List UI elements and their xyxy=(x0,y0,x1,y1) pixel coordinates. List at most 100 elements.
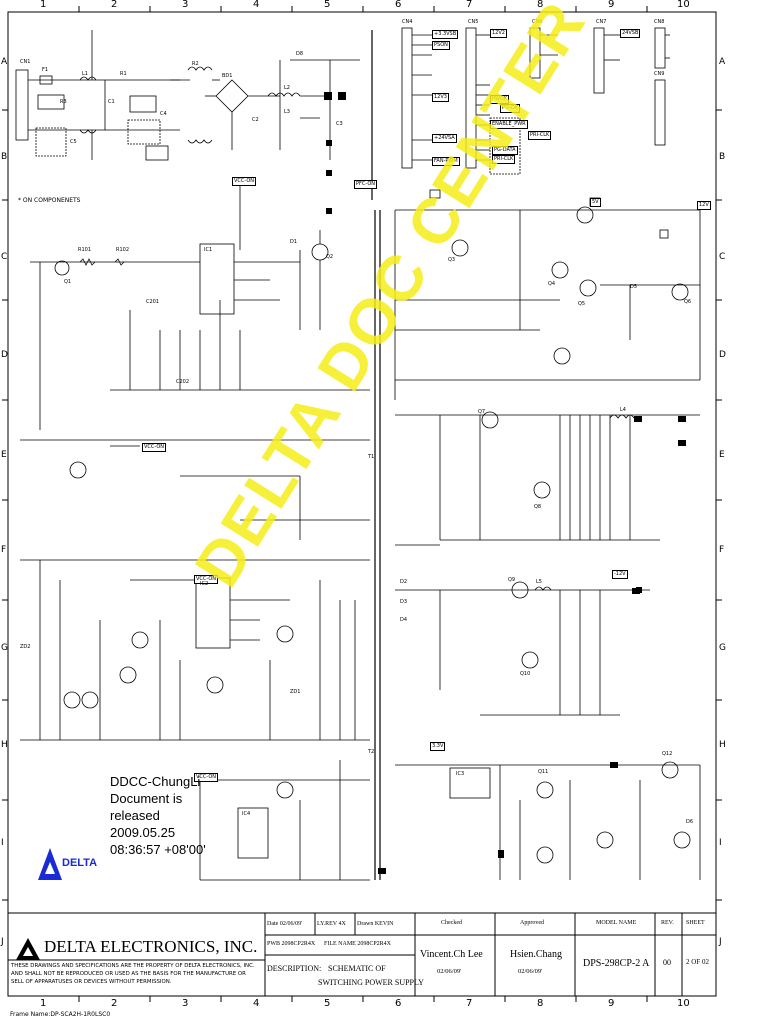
component-label: D6 xyxy=(686,819,694,825)
grid-col-1: 1 xyxy=(40,0,47,10)
net-label: 24VSB xyxy=(620,29,641,38)
grid-row-f: F xyxy=(1,545,7,555)
grid-col-7: 7 xyxy=(466,0,473,10)
component-label: T1 xyxy=(368,454,375,460)
disclaimer-line: AND SHALL NOT BE REPRODUCED OR USED AS T… xyxy=(11,971,246,977)
component-label: C4 xyxy=(160,111,167,117)
component-label: CN5 xyxy=(468,19,479,25)
grid-row-h: H xyxy=(1,740,8,750)
grid-row-g: G xyxy=(1,643,8,653)
component-label: D3 xyxy=(400,599,408,605)
grid-row-e-right: E xyxy=(719,450,725,460)
release-line: 2009.05.25 xyxy=(110,825,176,840)
component-label: D4 xyxy=(400,617,408,623)
component-label: C202 xyxy=(176,379,190,385)
drawn-field: Drawn KEVIN xyxy=(357,921,394,927)
rev-label: REV. xyxy=(661,920,674,926)
net-label: 12V2 xyxy=(490,29,507,38)
grid-col-3-bottom: 3 xyxy=(182,998,189,1009)
net-label: 12V xyxy=(697,201,711,210)
grid-row-d: D xyxy=(1,350,8,360)
grid-row-d-right: D xyxy=(719,350,726,360)
net-label: -12V xyxy=(612,570,628,579)
component-label: D8 xyxy=(296,51,304,57)
grid-row-b-right: B xyxy=(719,152,726,162)
grid-row-a: A xyxy=(1,57,8,67)
grid-row-h-right: H xyxy=(719,740,726,750)
component-label: IC2 xyxy=(200,581,209,587)
component-label: C3 xyxy=(336,121,343,127)
component-label: D2 xyxy=(400,579,408,585)
grid-col-5: 5 xyxy=(324,0,331,10)
net-label: 5V xyxy=(590,198,601,207)
model-name: DPS-298CP-2 A xyxy=(583,958,650,969)
rev-value: 00 xyxy=(663,958,671,967)
description-label: DESCRIPTION: xyxy=(267,964,322,973)
grid-row-f-right: F xyxy=(719,545,725,555)
pwb-field: PWB 2098CP2R4X xyxy=(267,941,316,947)
disclaimer-line: THESE DRAWINGS AND SPECIFICATIONS ARE TH… xyxy=(11,963,255,969)
component-label: Q2 xyxy=(326,254,334,260)
grid-col-2: 2 xyxy=(111,0,118,10)
component-label: L3 xyxy=(284,109,290,115)
net-label: VCC-ON xyxy=(194,773,219,782)
net-label: +24VSA xyxy=(432,134,457,143)
company-name: DELTA ELECTRONICS, INC. xyxy=(44,937,258,956)
component-label: C5 xyxy=(70,139,77,145)
grid-row-i: I xyxy=(1,838,4,848)
component-label: Q11 xyxy=(538,769,549,775)
component-label: CN1 xyxy=(20,59,31,65)
release-line: released xyxy=(110,808,160,823)
grid-col-8: 8 xyxy=(537,0,544,10)
grid-col-10: 10 xyxy=(677,0,690,10)
model-label: MODEL NAME xyxy=(596,920,637,926)
component-label: Q10 xyxy=(520,671,531,677)
grid-col-2-bottom: 2 xyxy=(111,998,118,1009)
grid-col-9-bottom: 9 xyxy=(608,998,615,1009)
on-components-note: * ON COMPONENETS xyxy=(18,197,81,204)
grid-col-7-bottom: 7 xyxy=(466,998,473,1009)
grid-col-1-bottom: 1 xyxy=(40,998,47,1009)
description-line: SCHEMATIC OF xyxy=(328,964,386,973)
component-label: IC4 xyxy=(242,811,251,817)
component-label: CN4 xyxy=(402,19,413,25)
component-label: CN9 xyxy=(654,71,665,77)
component-label: R1 xyxy=(120,71,127,77)
component-label: R102 xyxy=(116,247,130,253)
grid-col-6: 6 xyxy=(395,0,402,10)
grid-col-10-bottom: 10 xyxy=(677,998,690,1009)
net-label: 3.3V xyxy=(430,742,446,751)
grid-row-c-right: C xyxy=(719,252,726,262)
grid-col-8-bottom: 8 xyxy=(537,998,544,1009)
net-label: PRI-CLK xyxy=(492,155,516,164)
grid-col-5-bottom: 5 xyxy=(324,998,331,1009)
component-label: L2 xyxy=(284,85,290,91)
component-label: CN7 xyxy=(596,19,607,25)
ly-rev-field: LY.REV 4X xyxy=(317,921,346,927)
date-field: Date 02/06/09' xyxy=(267,921,303,927)
net-label: FAN-PWM xyxy=(432,157,460,166)
grid-row-j-right: J xyxy=(719,937,722,947)
grid-col-4: 4 xyxy=(253,0,260,10)
component-label: ZD1 xyxy=(290,689,301,695)
release-line: DDCC-ChungLi xyxy=(110,774,201,789)
component-label: L4 xyxy=(620,407,626,413)
component-label: Q5 xyxy=(578,301,586,307)
component-label: D5 xyxy=(630,284,638,290)
delta-logo-word: DELTA xyxy=(62,857,98,869)
component-label: C201 xyxy=(146,299,160,305)
net-label: PFC-ON xyxy=(354,180,378,189)
net-label: VCC-ON xyxy=(194,575,219,584)
checked-name: Vincent.Ch Lee xyxy=(420,949,483,960)
component-label: Q1 xyxy=(64,279,72,285)
component-label: R3 xyxy=(60,99,67,105)
grid-row-a-right: A xyxy=(719,57,726,67)
net-label: +3.3VSB xyxy=(432,30,459,39)
component-label: Q3 xyxy=(448,257,456,263)
release-line: Document is xyxy=(110,791,183,806)
grid-col-9: 9 xyxy=(608,0,615,10)
grid-col-4-bottom: 4 xyxy=(253,998,260,1009)
net-label: 12V3 xyxy=(432,93,449,102)
